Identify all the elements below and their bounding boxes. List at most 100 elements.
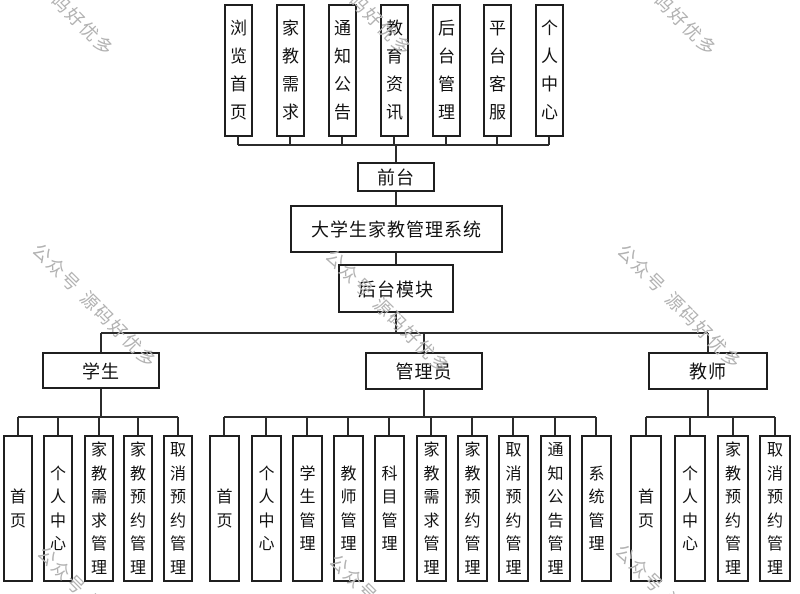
- vertical-char: 预: [505, 487, 522, 506]
- branch-2-child-1: 个人中心: [674, 435, 706, 582]
- vertical-char: 教: [386, 18, 403, 39]
- vertical-char: 理: [505, 557, 522, 577]
- vertical-char: 平: [489, 18, 506, 39]
- vertical-char: 心: [541, 102, 558, 123]
- vertical-char: 人: [681, 487, 698, 506]
- vertical-char: 管: [129, 534, 146, 553]
- front-item-1: 家教需求: [276, 4, 305, 137]
- vertical-char: 系: [588, 463, 605, 483]
- vertical-char: 生: [299, 487, 316, 506]
- vertical-char: 理: [464, 557, 481, 577]
- vertical-char: 通: [547, 440, 564, 459]
- front-item-2: 通知公告: [328, 4, 357, 137]
- branch-1-child-1: 个人中心: [251, 435, 282, 582]
- vertical-char: 教: [423, 463, 440, 483]
- vertical-char: 理: [299, 534, 316, 553]
- vertical-char: 预: [766, 487, 783, 506]
- vertical-char: 人: [49, 487, 66, 506]
- vertical-char: 求: [282, 102, 299, 123]
- vertical-char: 页: [230, 102, 247, 123]
- vertical-char: 后: [438, 18, 455, 39]
- vertical-char: 中: [681, 510, 698, 530]
- vertical-char: 求: [90, 510, 107, 530]
- vertical-char: 约: [129, 510, 146, 530]
- vertical-char: 管: [464, 534, 481, 553]
- front-item-5: 平台客服: [483, 4, 512, 137]
- vertical-char: 人: [258, 487, 275, 506]
- node-root-system: 大学生家教管理系统: [290, 205, 503, 253]
- vertical-char: 个: [258, 463, 275, 483]
- branch-label-0: 学生: [42, 352, 160, 389]
- vertical-char: 理: [588, 534, 605, 553]
- vertical-char: 管: [588, 510, 605, 530]
- vertical-char: 个: [49, 463, 66, 483]
- vertical-char: 管: [505, 534, 522, 553]
- branch-2-child-3: 取消预约管理: [759, 435, 791, 582]
- branch-0-child-4: 取消预约管理: [163, 435, 193, 582]
- front-item-0: 浏览首页: [224, 4, 253, 137]
- node-front: 前台: [357, 162, 435, 192]
- vertical-char: 资: [386, 74, 403, 95]
- vertical-char: 理: [90, 557, 107, 577]
- vertical-char: 理: [129, 557, 146, 577]
- vertical-char: 教: [90, 463, 107, 483]
- branch-0-child-3: 家教预约管理: [123, 435, 153, 582]
- vertical-char: 通: [334, 18, 351, 39]
- vertical-char: 页: [216, 510, 233, 530]
- vertical-char: 管: [340, 510, 357, 530]
- vertical-char: 家: [129, 440, 146, 459]
- branch-1-child-9: 系统管理: [581, 435, 612, 582]
- branch-label-2: 教师: [648, 352, 768, 390]
- front-item-3: 教育资讯: [380, 4, 409, 137]
- vertical-char: 中: [258, 510, 275, 530]
- vertical-char: 中: [541, 74, 558, 95]
- vertical-char: 理: [381, 534, 398, 553]
- vertical-char: 首: [230, 74, 247, 95]
- vertical-char: 约: [169, 510, 186, 530]
- vertical-char: 家: [724, 440, 741, 459]
- vertical-char: 知: [547, 463, 564, 483]
- node-back-module: 后台模块: [338, 264, 454, 313]
- vertical-char: 台: [489, 46, 506, 67]
- vertical-char: 管: [766, 534, 783, 553]
- vertical-char: 管: [381, 510, 398, 530]
- branch-1-child-4: 科目管理: [374, 435, 405, 582]
- vertical-char: 求: [423, 510, 440, 530]
- vertical-char: 学: [299, 463, 316, 483]
- vertical-char: 约: [505, 510, 522, 530]
- vertical-char: 理: [423, 557, 440, 577]
- vertical-char: 家: [423, 440, 440, 459]
- vertical-char: 约: [724, 510, 741, 530]
- vertical-char: 理: [547, 557, 564, 577]
- vertical-char: 心: [258, 534, 275, 553]
- vertical-char: 个: [541, 18, 558, 39]
- vertical-char: 管: [169, 534, 186, 553]
- front-item-4: 后台管理: [432, 4, 461, 137]
- vertical-char: 理: [169, 557, 186, 577]
- vertical-char: 心: [49, 534, 66, 553]
- vertical-char: 教: [129, 463, 146, 483]
- vertical-char: 需: [90, 487, 107, 506]
- vertical-char: 浏: [230, 18, 247, 39]
- vertical-char: 家: [282, 18, 299, 39]
- front-item-6: 个人中心: [535, 4, 564, 137]
- vertical-char: 管: [90, 534, 107, 553]
- branch-0-child-1: 个人中心: [43, 435, 73, 582]
- vertical-char: 管: [547, 534, 564, 553]
- vertical-char: 消: [505, 463, 522, 483]
- vertical-char: 客: [489, 74, 506, 95]
- vertical-char: 台: [438, 46, 455, 67]
- vertical-char: 取: [766, 440, 783, 459]
- vertical-char: 家: [464, 440, 481, 459]
- vertical-char: 讯: [386, 102, 403, 123]
- vertical-char: 预: [129, 487, 146, 506]
- vertical-char: 需: [282, 74, 299, 95]
- vertical-char: 教: [724, 463, 741, 483]
- vertical-char: 知: [334, 46, 351, 67]
- vertical-char: 首: [9, 487, 26, 506]
- vertical-char: 理: [766, 557, 783, 577]
- vertical-char: 消: [766, 463, 783, 483]
- vertical-char: 教: [464, 463, 481, 483]
